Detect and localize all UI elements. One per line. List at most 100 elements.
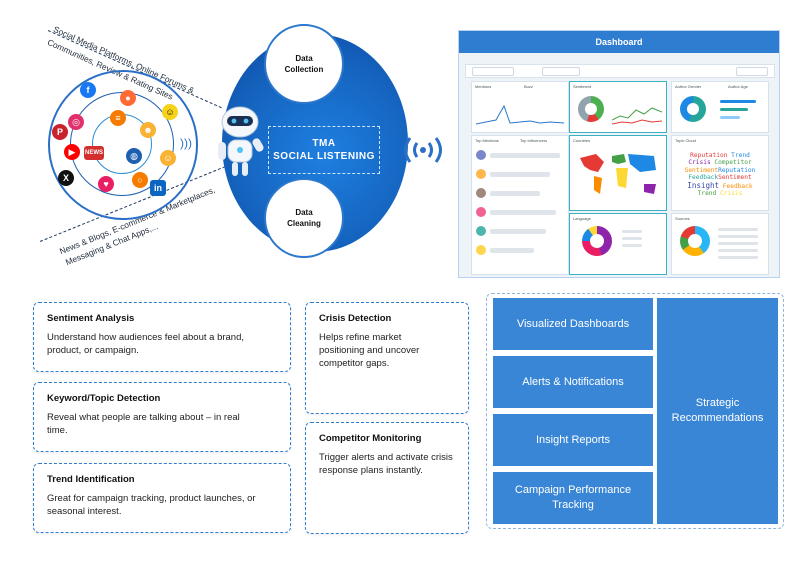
- mention-bar: [490, 172, 550, 177]
- emoji-surprised-icon: ○: [132, 172, 148, 188]
- dashboard-window: Dashboard Mentions Buzz Sentiment Author…: [458, 30, 780, 278]
- world-map: [580, 154, 656, 194]
- panel-sentiment: Sentiment: [569, 81, 667, 133]
- mentions-title: Mentions: [475, 84, 492, 89]
- sources-title: Sources: [675, 216, 690, 221]
- avatar: [476, 226, 486, 236]
- panel-topic-cloud: Topic Cloud Reputation Trend Crisis Comp…: [671, 135, 769, 211]
- visualized-dashboards-box: Visualized Dashboards: [493, 298, 653, 350]
- cloud-word: Insight: [687, 180, 720, 190]
- data-cleaning-circle: Data Cleaning: [264, 178, 344, 258]
- emoji-smile-icon: ☻: [140, 122, 156, 138]
- social-listening-title: SOCIAL LISTENING: [273, 151, 375, 162]
- cloud-word: Competitor: [714, 159, 752, 167]
- dashboard-filter-bar: [465, 64, 775, 78]
- strategic-recommendations-box: Strategic Recommendations: [657, 298, 778, 524]
- age-bar-3: [720, 116, 740, 119]
- x-twitter-icon: X: [58, 170, 74, 186]
- alerts-notifications-box: Alerts & Notifications: [493, 356, 653, 408]
- filter-select-3[interactable]: [736, 67, 768, 76]
- feature-desc: Great for campaign tracking, product lau…: [47, 493, 256, 517]
- avatar: [476, 169, 486, 179]
- mention-bar: [490, 153, 560, 158]
- cloud-word: Crisis: [688, 159, 711, 167]
- feature-title: Crisis Detection: [319, 313, 392, 324]
- feature-desc: Trigger alerts and activate crisis respo…: [319, 452, 453, 476]
- feature-title: Sentiment Analysis: [47, 313, 135, 324]
- youtube-icon: ▶: [64, 144, 80, 160]
- topic-cloud-title: Topic Cloud: [675, 138, 696, 143]
- language-legend-2: [622, 237, 642, 240]
- outputs-container: [486, 293, 784, 529]
- top-influencers-title: Top Influencers: [520, 138, 548, 143]
- feature-title: Keyword/Topic Detection: [47, 393, 161, 404]
- feature-title: Competitor Monitoring: [319, 433, 422, 444]
- cloud-word: Crisis: [720, 190, 743, 198]
- cloud-word: Feedback: [722, 182, 753, 190]
- sources-donut: [680, 226, 710, 256]
- campaign-performance-box: Campaign Performance Tracking: [493, 472, 653, 524]
- cloud-word: Sentiment: [684, 166, 719, 174]
- data-cleaning-label-2: Cleaning: [287, 219, 321, 228]
- data-cleaning-label-1: Data: [295, 208, 313, 217]
- age-bar-2: [720, 108, 748, 111]
- sources-legend-3: [718, 242, 758, 245]
- countries-title: Countries: [573, 138, 591, 143]
- snapchat-icon: ☺: [162, 104, 178, 120]
- mention-bar: [490, 248, 534, 253]
- panel-top-mentions: Top Mentions Top Influencers: [471, 135, 569, 275]
- emoji-angry-icon: ●: [120, 90, 136, 106]
- robot-icon: [218, 106, 264, 176]
- language-legend-3: [622, 244, 642, 247]
- globe-icon: ◍: [126, 148, 142, 164]
- cloud-word: Feedback: [688, 174, 719, 182]
- feature-crisis-detection: Crisis Detection Helps refine market pos…: [305, 302, 469, 414]
- outer-ring: [48, 70, 198, 220]
- panel-sources: Sources: [671, 213, 769, 275]
- cloud-word: Trend: [731, 152, 750, 159]
- insight-reports-box: Insight Reports: [493, 414, 653, 466]
- mention-bar: [490, 191, 540, 196]
- cloud-word: Sentiment: [718, 174, 752, 182]
- gender-donut: [680, 96, 706, 122]
- sources-legend-5: [718, 256, 758, 259]
- linkedin-icon: in: [150, 180, 166, 196]
- filter-select-1[interactable]: [472, 67, 514, 76]
- mention-bar: [490, 210, 556, 215]
- panel-mentions-buzz: Mentions Buzz: [471, 81, 569, 133]
- rss-icon: ≡: [110, 110, 126, 126]
- cloud-word: Trend: [697, 190, 717, 198]
- sentiment-line-chart: [612, 107, 662, 125]
- avatar: [476, 188, 486, 198]
- data-collection-circle: Data Collection: [264, 24, 344, 104]
- data-collection-label-1: Data: [295, 54, 313, 63]
- signal-small-icon: ))): [180, 136, 192, 150]
- mentions-line-chart: [476, 104, 564, 125]
- feature-desc: Reveal what people are talking about – i…: [47, 412, 240, 436]
- sources-legend-2: [718, 235, 758, 238]
- avatar: [476, 207, 486, 217]
- tma-title-box: TMA SOCIAL LISTENING: [268, 126, 380, 174]
- feature-competitor-monitoring: Competitor Monitoring Trigger alerts and…: [305, 422, 469, 534]
- signal-wave-icon: [404, 137, 442, 163]
- feature-desc: Helps refine market positioning and unco…: [319, 332, 420, 369]
- emoji-heart-icon: ♥: [98, 176, 114, 192]
- sentiment-donut: [578, 96, 604, 122]
- facebook-icon: f: [80, 82, 96, 98]
- language-donut: [582, 226, 612, 256]
- panel-language: Language: [569, 213, 667, 275]
- avatar: [476, 245, 486, 255]
- panel-countries: Countries: [569, 135, 667, 211]
- sources-legend-4: [718, 249, 758, 252]
- feature-trend-identification: Trend Identification Great for campaign …: [33, 463, 291, 533]
- tma-title: TMA: [312, 138, 336, 149]
- sources-legend-1: [718, 228, 758, 231]
- author-age-title: Author Age: [728, 84, 748, 89]
- feature-sentiment-analysis: Sentiment Analysis Understand how audien…: [33, 302, 291, 372]
- feature-keyword-topic-detection: Keyword/Topic Detection Reveal what peop…: [33, 382, 291, 452]
- age-bar-1: [720, 100, 756, 103]
- filter-select-2[interactable]: [542, 67, 580, 76]
- feature-title: Trend Identification: [47, 474, 135, 485]
- news-icon: NEWS: [84, 146, 104, 160]
- pinterest-icon: P: [52, 124, 68, 140]
